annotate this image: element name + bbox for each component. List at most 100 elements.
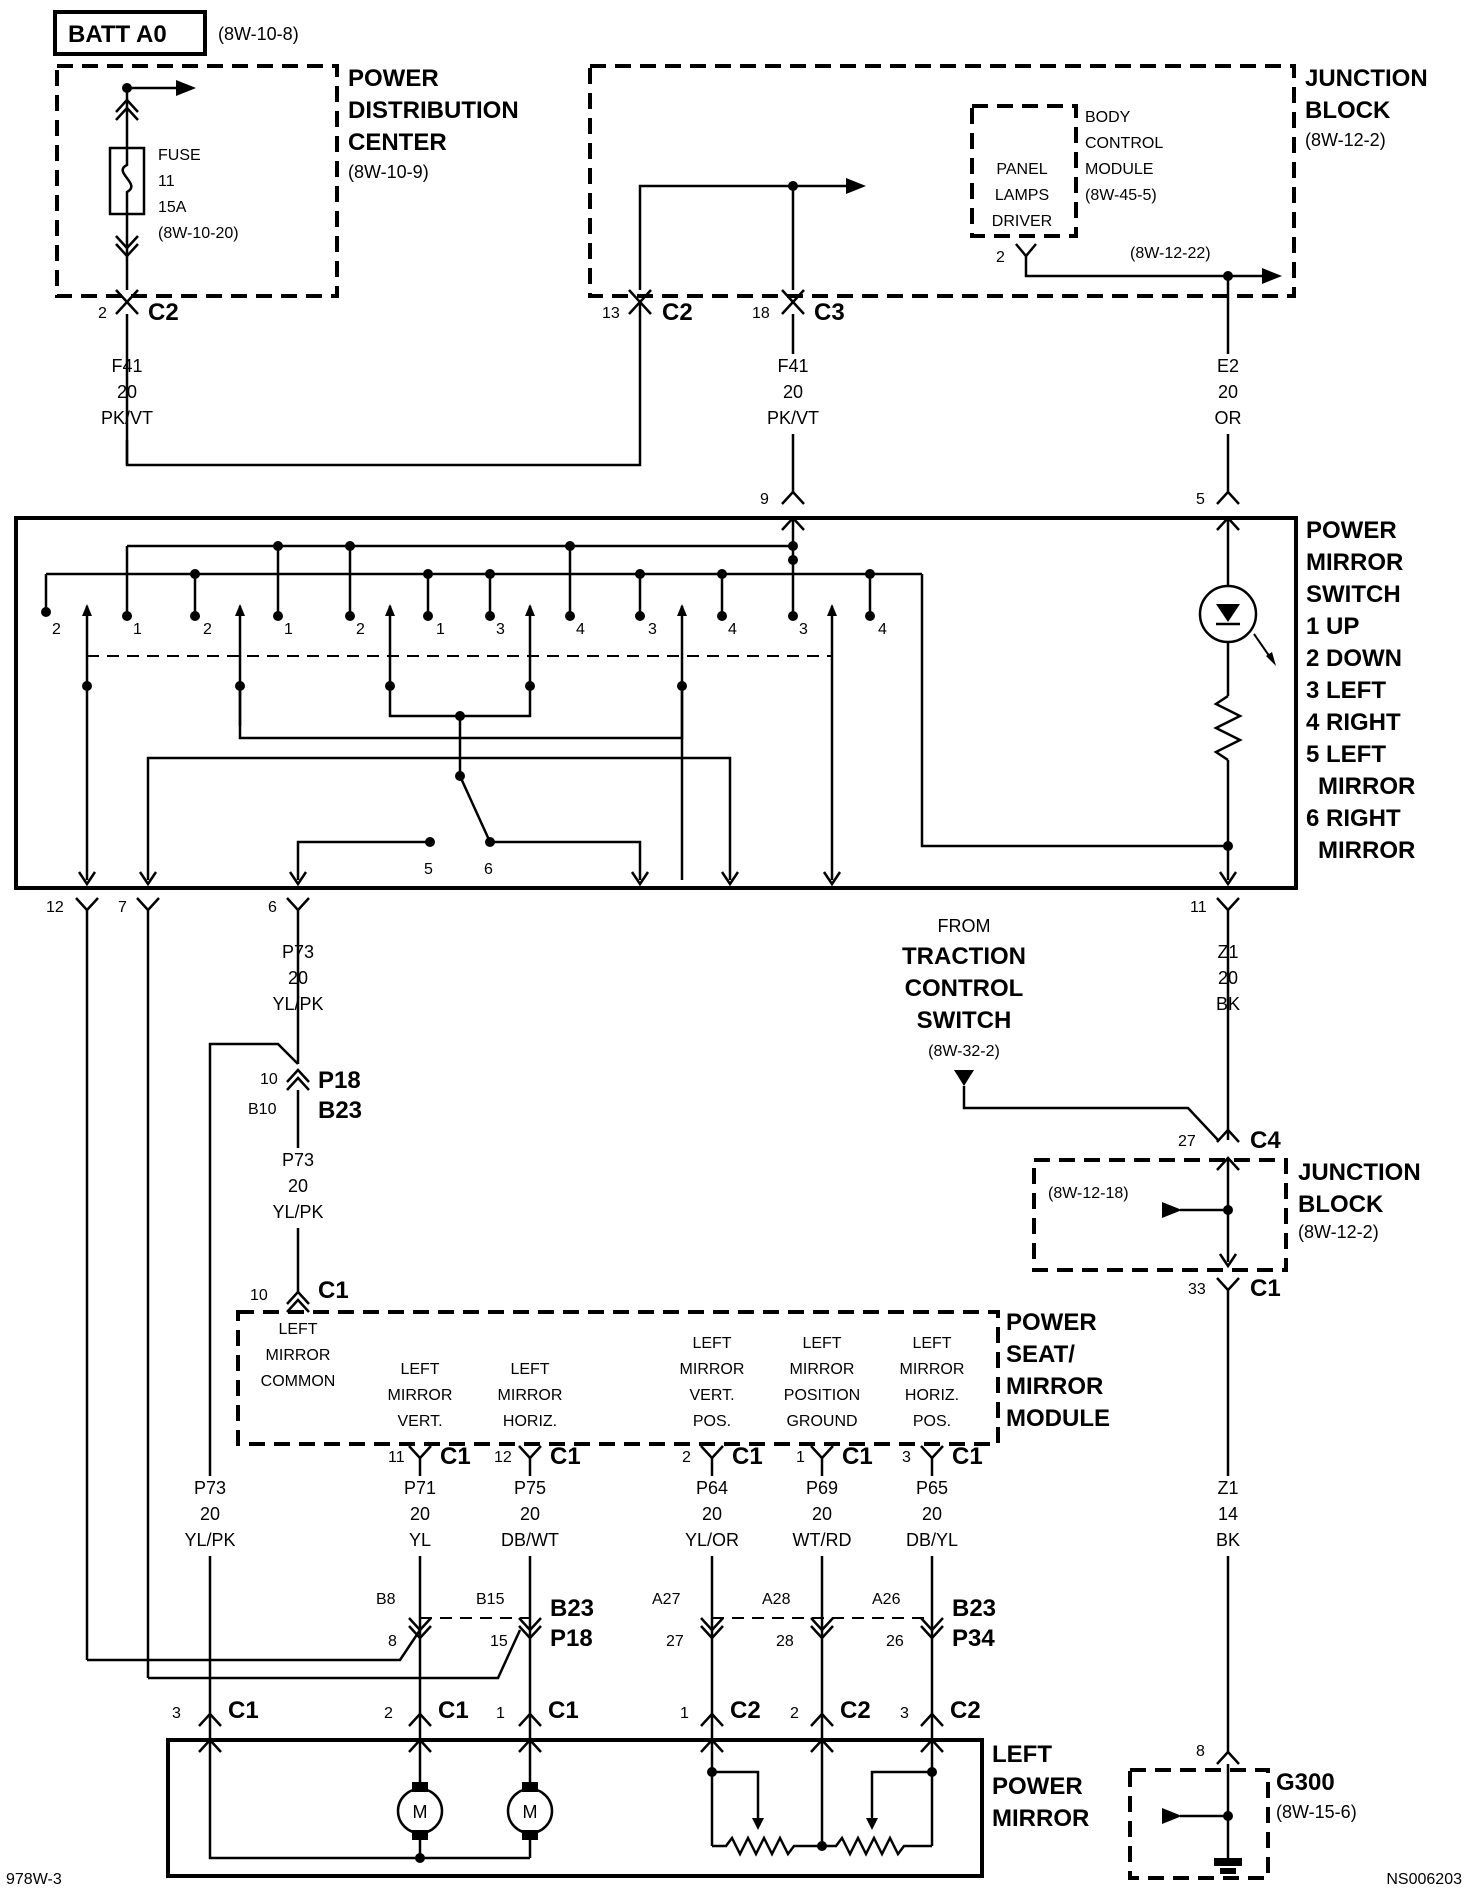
footer-right: NS006203 [1386,1871,1462,1888]
svg-text:20: 20 [1218,382,1238,402]
svg-text:15A: 15A [158,199,187,216]
wire-switch-12-route [87,1629,422,1662]
svg-text:P64: P64 [696,1478,728,1498]
svg-text:JUNCTION: JUNCTION [1298,1159,1421,1186]
svg-text:YL/OR: YL/OR [685,1530,739,1550]
svg-text:VERT.: VERT. [689,1387,734,1404]
svg-text:C1: C1 [438,1697,469,1724]
svg-text:DB/WT: DB/WT [501,1530,559,1550]
svg-text:8: 8 [388,1633,397,1650]
svg-text:MODULE: MODULE [1085,161,1153,178]
svg-text:C1: C1 [1250,1275,1281,1302]
svg-text:MODULE: MODULE [1006,1405,1110,1432]
left-power-mirror-box [166,1738,984,1878]
svg-text:P65: P65 [916,1478,948,1498]
pdc-connector-c2: 2 C2 [98,289,179,326]
svg-text:WT/RD: WT/RD [793,1530,852,1550]
svg-text:P73: P73 [282,1150,314,1170]
svg-text:DRIVER: DRIVER [992,213,1052,230]
svg-text:(8W-12-22): (8W-12-22) [1130,245,1211,262]
svg-text:P73: P73 [282,942,314,962]
svg-text:BLOCK: BLOCK [1305,97,1391,124]
svg-text:33: 33 [1188,1281,1206,1298]
svg-text:1: 1 [680,1705,689,1722]
position-sensors [700,1738,944,1857]
svg-text:POSITION: POSITION [784,1387,860,1404]
svg-text:C1: C1 [732,1443,763,1470]
psm-pin-labels: LEFT MIRROR COMMON LEFT MIRROR VERT. LEF… [261,1321,965,1430]
svg-text:C3: C3 [814,299,845,326]
svg-text:3: 3 [172,1705,181,1722]
svg-text:A27: A27 [652,1591,681,1608]
g300-box [1128,1768,1270,1880]
svg-text:1: 1 [796,1449,805,1466]
svg-text:SEAT/: SEAT/ [1006,1341,1075,1368]
svg-text:20: 20 [288,1176,308,1196]
svg-text:VERT.: VERT. [397,1413,442,1430]
svg-text:LAMPS: LAMPS [995,187,1049,204]
svg-text:A26: A26 [872,1591,901,1608]
svg-text:1: 1 [133,621,142,638]
svg-text:P73: P73 [194,1478,226,1498]
svg-text:26: 26 [886,1633,904,1650]
svg-text:1 UP: 1 UP [1306,613,1359,640]
jb-connector-c3-18: 18 C3 [752,289,845,326]
svg-text:CENTER: CENTER [348,129,447,156]
svg-text:GROUND: GROUND [786,1413,857,1430]
svg-text:C1: C1 [842,1443,873,1470]
svg-text:2: 2 [790,1705,799,1722]
svg-text:2: 2 [356,621,365,638]
jb-internal-bus [638,178,866,290]
svg-text:POWER: POWER [1306,517,1397,544]
svg-text:MIRROR: MIRROR [1318,837,1415,864]
svg-text:B23: B23 [952,1595,996,1622]
svg-text:HORIZ.: HORIZ. [905,1387,959,1404]
svg-text:P34: P34 [952,1625,995,1652]
svg-text:10: 10 [260,1071,278,1088]
switch-output-12: 12 [46,897,99,916]
svg-text:C2: C2 [950,1697,981,1724]
power-mirror-switch-box [14,516,1298,890]
svg-text:M: M [413,1802,428,1822]
svg-text:BODY: BODY [1085,109,1131,126]
svg-text:6: 6 [268,899,277,916]
svg-text:5: 5 [1196,491,1205,508]
svg-text:OR: OR [1215,408,1242,428]
batt-label: BATT A0 [68,21,167,48]
bcm-title: BODY CONTROL MODULE (8W-45-5) [1085,109,1163,204]
svg-text:POWER: POWER [348,65,439,92]
svg-text:1: 1 [284,621,293,638]
pdc-title: POWER DISTRIBUTION CENTER (8W-10-9) [348,65,519,182]
svg-text:Z1: Z1 [1217,1478,1238,1498]
svg-text:MIRROR: MIRROR [1006,1373,1103,1400]
wire-switch-7-route [148,1629,522,1680]
svg-text:SWITCH: SWITCH [917,1007,1012,1034]
svg-text:12: 12 [46,899,64,916]
svg-text:MIRROR: MIRROR [498,1387,563,1404]
connector-b23-p18-lower: B8 B15 8 15 B23 P18 [376,1591,594,1652]
wire-label-z1-low: Z1 14 BK [1200,1476,1256,1556]
svg-text:YL/PK: YL/PK [272,1202,323,1222]
svg-text:C1: C1 [318,1277,349,1304]
svg-text:2: 2 [98,305,107,322]
svg-text:C1: C1 [952,1443,983,1470]
svg-text:20: 20 [922,1504,942,1524]
bcm-pin-2: 2 (8W-12-22) [996,243,1282,284]
svg-text:20: 20 [520,1504,540,1524]
jb-top-title: JUNCTION BLOCK (8W-12-2) [1305,65,1428,150]
svg-text:PANEL: PANEL [996,161,1047,178]
svg-text:B10: B10 [248,1101,277,1118]
svg-text:14: 14 [1218,1504,1238,1524]
batt-ref: (8W-10-8) [218,24,299,44]
switch-output-6: 6 [268,897,310,916]
svg-text:3: 3 [648,621,657,638]
svg-text:LEFT: LEFT [278,1321,317,1338]
svg-text:YL/PK: YL/PK [184,1530,235,1550]
svg-text:MIRROR: MIRROR [992,1805,1089,1832]
switch-contacts: 2 1 2 1 2 1 3 4 3 4 3 4 [41,607,887,638]
svg-text:2: 2 [52,621,61,638]
svg-text:28: 28 [776,1633,794,1650]
svg-text:POS.: POS. [913,1413,951,1430]
